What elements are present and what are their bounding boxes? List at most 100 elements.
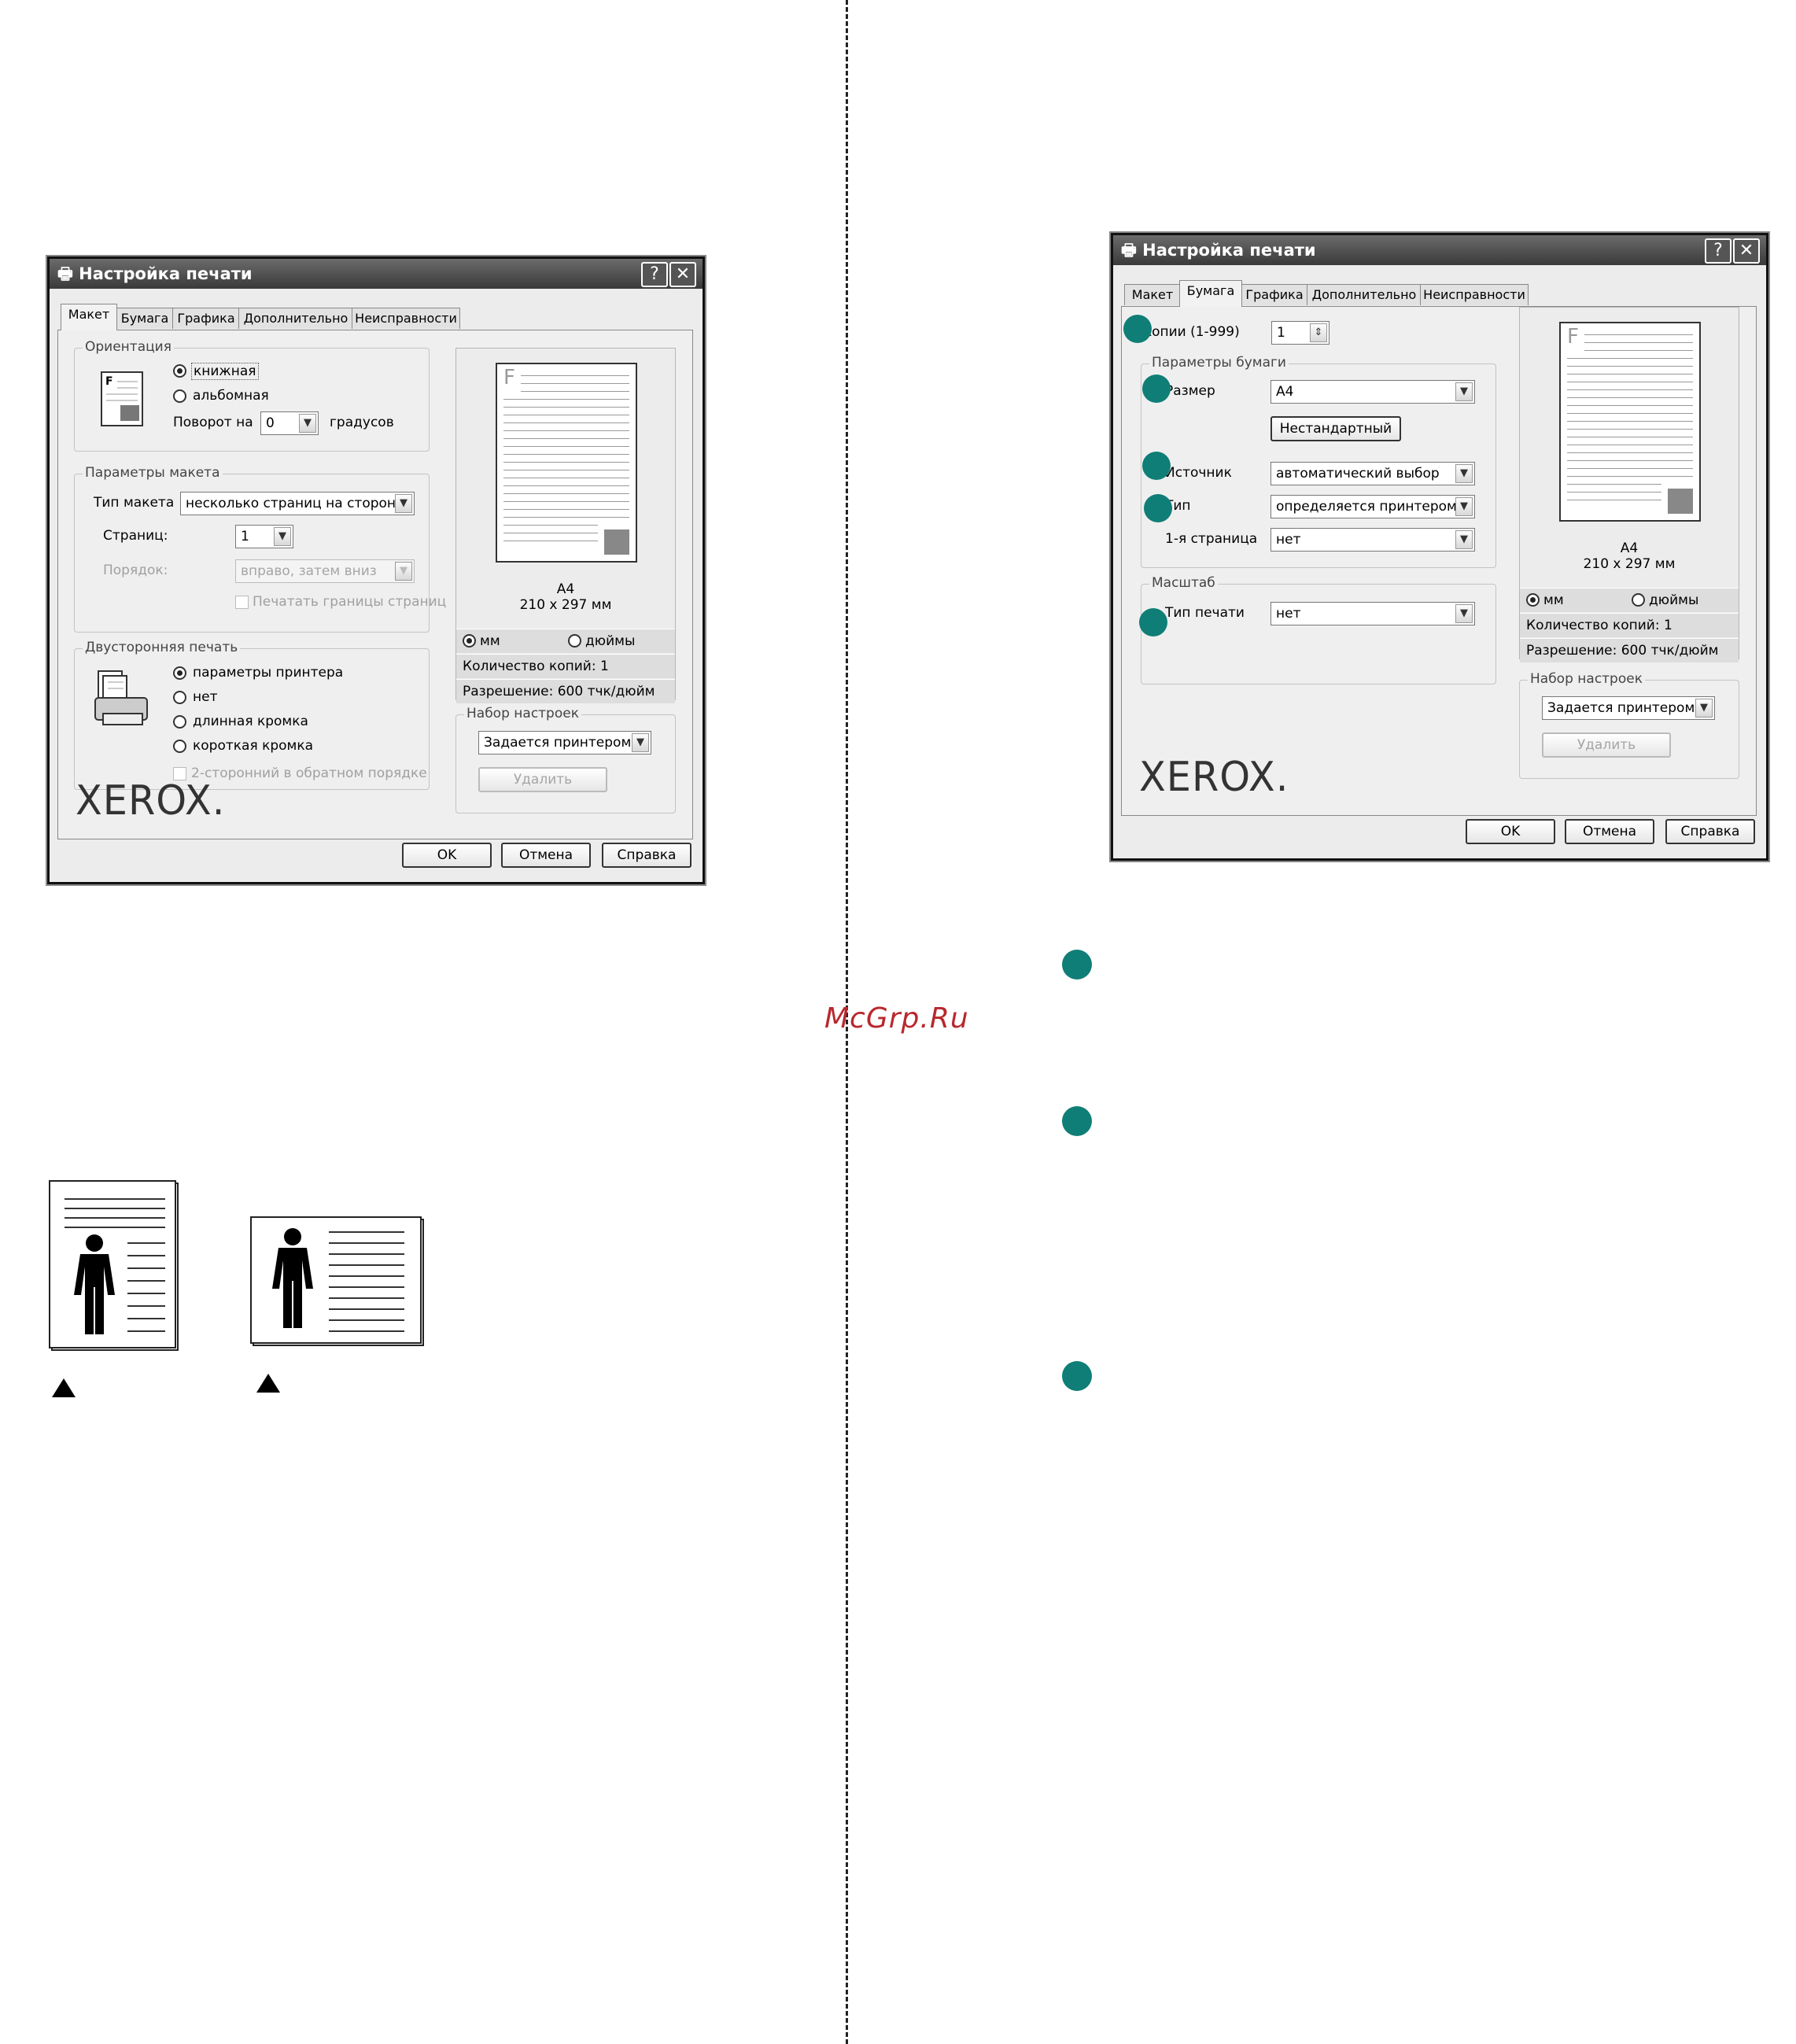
units-mm-radio[interactable]	[1526, 593, 1540, 607]
layout-type-label: Тип макета	[94, 495, 175, 511]
rotate-label: Поворот на	[173, 415, 253, 430]
duplex-opt3-label: длинная кромка	[193, 714, 308, 729]
pages-label: Страниц:	[103, 528, 168, 544]
preview-panel: F A4 210 x 297 мм мм дюймы	[455, 348, 676, 703]
tab-graphics[interactable]: Графика	[1241, 284, 1308, 305]
scaling-legend: Масштаб	[1149, 575, 1218, 591]
tab-advanced[interactable]: Дополнительно	[238, 308, 353, 329]
presets-group: Набор настроек Задается принтером▼ Удали…	[1519, 671, 1739, 779]
page-preview: F	[1559, 322, 1701, 522]
print-type-select[interactable]: нет▼	[1270, 602, 1475, 625]
svg-text:F: F	[105, 375, 113, 388]
chevron-down-icon: ▼	[274, 527, 291, 546]
size-select[interactable]: A4▼	[1270, 380, 1475, 404]
help-title-button[interactable]: ?	[1705, 238, 1731, 264]
source-select[interactable]: автоматический выбор▼	[1270, 462, 1475, 485]
print-settings-dialog-paper: 🖶 Настройка печати ? ✕ Макет Бумага Граф…	[1111, 233, 1768, 861]
resolution-info-label: Разрешение: 600 тчк/дюйм	[463, 684, 655, 699]
units-row: мм дюймы	[1520, 588, 1739, 612]
close-icon[interactable]: ✕	[1733, 238, 1760, 264]
custom-size-button[interactable]: Нестандартный	[1270, 416, 1401, 441]
paper-dims-label: 210 x 297 мм	[1583, 556, 1676, 572]
delete-preset-button[interactable]: Удалить	[1542, 732, 1671, 758]
preview-panel: F A4 210 x 297 мм мм дюймы	[1519, 307, 1739, 662]
xerox-logo: XEROX.	[76, 777, 226, 825]
chevron-down-icon: ▼	[1455, 497, 1473, 516]
presets-select[interactable]: Задается принтером▼	[1542, 696, 1715, 720]
duplex-printer-icon	[94, 670, 148, 725]
duplex-short-edge-radio[interactable]	[173, 740, 186, 753]
help-button[interactable]: Справка	[602, 843, 691, 868]
print-borders-checkbox[interactable]	[235, 596, 249, 609]
delete-preset-button[interactable]: Удалить	[478, 767, 607, 792]
copies-spinner[interactable]: 1⇕	[1271, 321, 1329, 345]
units-mm-radio[interactable]	[463, 634, 476, 648]
help-button[interactable]: Справка	[1665, 819, 1755, 844]
first-page-select[interactable]: нет▼	[1270, 528, 1475, 552]
chevron-down-icon: ▼	[1455, 464, 1473, 483]
layout-type-select[interactable]: несколько страниц на стороне▼	[180, 492, 415, 515]
chevron-down-icon: ▼	[1455, 530, 1473, 549]
tab-layout[interactable]: Макет	[1124, 284, 1181, 305]
tab-layout[interactable]: Макет	[61, 304, 117, 330]
page-preview: F	[496, 363, 637, 563]
chevron-down-icon: ▼	[299, 414, 316, 433]
orientation-legend: Ориентация	[83, 339, 174, 355]
source-label: Источник	[1165, 465, 1232, 481]
page-divider	[846, 0, 848, 2044]
presets-group: Набор настроек Задается принтером▼ Удали…	[455, 706, 676, 814]
orientation-group: Ориентация F книжная альбомная Поворот н…	[74, 339, 430, 452]
pages-select[interactable]: 1▼	[235, 525, 293, 548]
type-select[interactable]: определяется принтером▼	[1270, 495, 1475, 518]
tab-troubleshooting[interactable]: Неисправности	[352, 308, 460, 329]
cancel-button[interactable]: Отмена	[501, 843, 591, 868]
presets-legend: Набор настроек	[464, 706, 581, 721]
ok-button[interactable]: OK	[1466, 819, 1555, 844]
presets-legend: Набор настроек	[1528, 671, 1645, 687]
paper-size-label: A4	[556, 581, 575, 597]
print-type-label: Тип печати	[1165, 605, 1245, 621]
layout-options-group: Параметры макета Тип макета несколько ст…	[74, 465, 446, 633]
dialog-title: 🖶 Настройка печати	[57, 264, 253, 283]
duplex-printer-default-radio[interactable]	[173, 666, 186, 680]
tab-paper[interactable]: Бумага	[116, 308, 174, 329]
callout-marker	[1142, 374, 1171, 403]
reverse-duplex-checkbox[interactable]	[173, 767, 186, 780]
spinner-arrows-icon[interactable]: ⇕	[1310, 323, 1327, 342]
duplex-none-radio[interactable]	[173, 691, 186, 704]
units-inch-radio[interactable]	[568, 634, 581, 648]
presets-select[interactable]: Задается принтером▼	[478, 731, 651, 755]
page-preview-letter: F	[503, 366, 515, 389]
section-bullet	[1062, 950, 1092, 980]
tab-troubleshooting[interactable]: Неисправности	[1420, 284, 1529, 305]
close-icon[interactable]: ✕	[669, 262, 696, 287]
layout-legend: Параметры макета	[83, 465, 223, 481]
ok-button[interactable]: OK	[402, 843, 492, 868]
copies-info: Количество копий: 1	[1520, 613, 1739, 637]
duplex-opt1-label: параметры принтера	[193, 665, 344, 681]
units-inch-radio[interactable]	[1632, 593, 1645, 607]
units-mm-label: мм	[1543, 592, 1564, 608]
landscape-radio[interactable]	[173, 389, 186, 403]
paper-options-group: Параметры бумаги Размер A4▼ Нестандартны…	[1141, 355, 1496, 568]
cancel-button[interactable]: Отмена	[1565, 819, 1654, 844]
tab-paper[interactable]: Бумага	[1179, 280, 1242, 307]
rotate-select[interactable]: 0▼	[260, 411, 319, 435]
tab-advanced[interactable]: Дополнительно	[1307, 284, 1422, 305]
copies-info: Количество копий: 1	[456, 654, 675, 678]
title-bar: 🖶 Настройка печати ? ✕	[1113, 235, 1766, 265]
scaling-group: Масштаб Тип печати нет▼	[1141, 575, 1496, 684]
landscape-label: альбомная	[193, 388, 269, 404]
portrait-radio[interactable]	[173, 364, 186, 378]
duplex-long-edge-radio[interactable]	[173, 715, 186, 729]
print-borders-label: Печатать границы страниц	[253, 594, 447, 610]
paper-legend: Параметры бумаги	[1149, 355, 1289, 371]
tab-graphics[interactable]: Графика	[172, 308, 240, 329]
order-select[interactable]: вправо, затем вниз▼	[235, 559, 415, 583]
copies-info-label: Количество копий: 1	[1526, 618, 1672, 633]
units-row: мм дюймы	[456, 629, 675, 653]
section-bullet	[1062, 1106, 1092, 1136]
help-title-button[interactable]: ?	[641, 262, 668, 287]
order-label: Порядок:	[103, 563, 168, 578]
units-mm-label: мм	[480, 633, 500, 649]
